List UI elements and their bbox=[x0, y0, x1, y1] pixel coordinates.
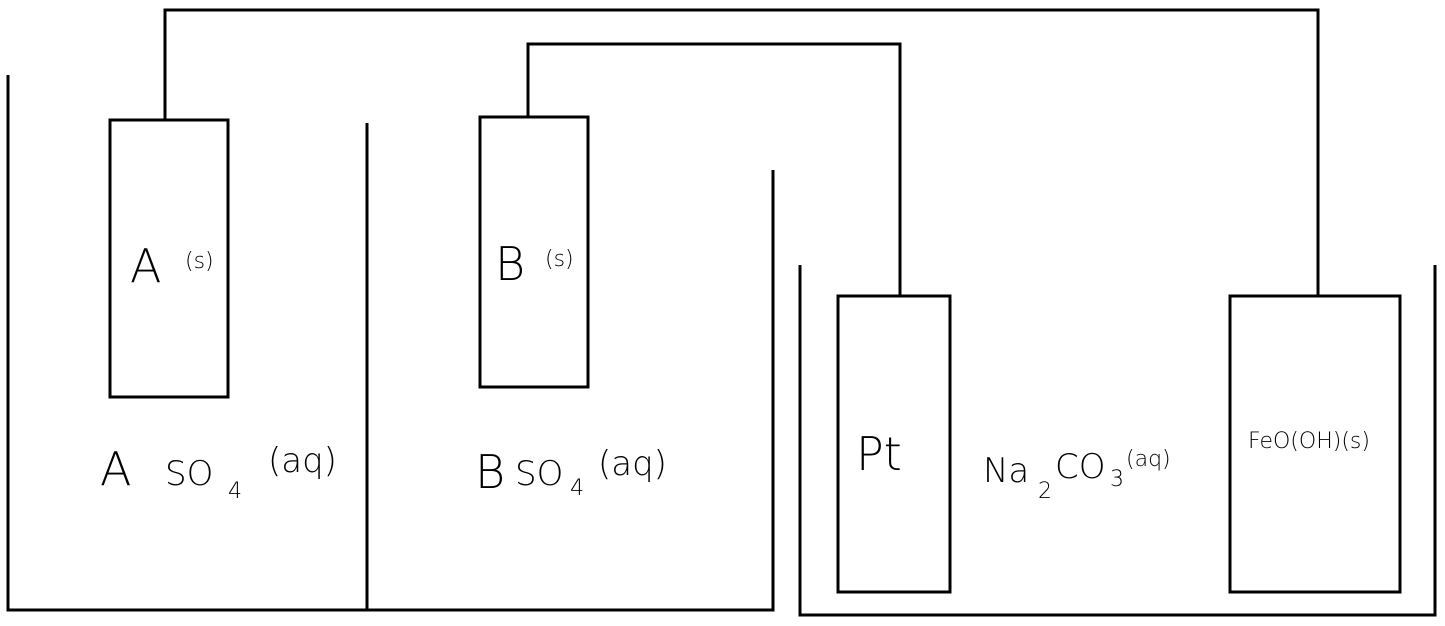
solution-c-label: Na 2 CO 3 (aq) bbox=[983, 447, 1171, 504]
electrode-a-symbol: A bbox=[130, 239, 161, 293]
solution-b-label: B SO 4 (aq) bbox=[475, 444, 667, 501]
wire-a-feooh bbox=[163, 8, 1320, 296]
solution-c-na: Na bbox=[983, 451, 1029, 491]
solution-b-subscript: 4 bbox=[570, 476, 584, 501]
beaker-ab bbox=[6, 75, 775, 612]
electrode-pt bbox=[836, 294, 952, 594]
solution-c-na-subscript: 2 bbox=[1038, 479, 1052, 504]
solution-b-cation: B bbox=[475, 445, 505, 499]
wire-b-pt bbox=[526, 42, 902, 296]
solution-a-label: A SO 4 (aq) bbox=[100, 441, 337, 504]
solution-a-anion: SO bbox=[165, 454, 213, 494]
electrode-a bbox=[108, 118, 230, 399]
electrode-b-state: (s) bbox=[545, 247, 574, 272]
electrode-pt-label: Pt bbox=[856, 427, 902, 481]
solution-b-state: (aq) bbox=[598, 444, 667, 484]
solution-c-co: CO bbox=[1055, 447, 1106, 487]
solution-a-cation: A bbox=[100, 442, 131, 496]
solution-b-anion: SO bbox=[515, 454, 563, 494]
solution-a-state: (aq) bbox=[268, 441, 337, 481]
solution-c-co-subscript: 3 bbox=[1110, 467, 1124, 492]
electrode-feooh bbox=[1228, 294, 1402, 594]
electrode-b bbox=[478, 115, 590, 389]
electrode-feooh-label: FeO(OH)(s) bbox=[1248, 429, 1370, 454]
solution-c-state: (aq) bbox=[1126, 447, 1171, 472]
electrode-b-symbol: B bbox=[495, 237, 525, 291]
solution-a-subscript: 4 bbox=[228, 479, 242, 504]
electrode-a-state: (s) bbox=[185, 249, 214, 274]
beaker-c bbox=[798, 265, 1437, 617]
